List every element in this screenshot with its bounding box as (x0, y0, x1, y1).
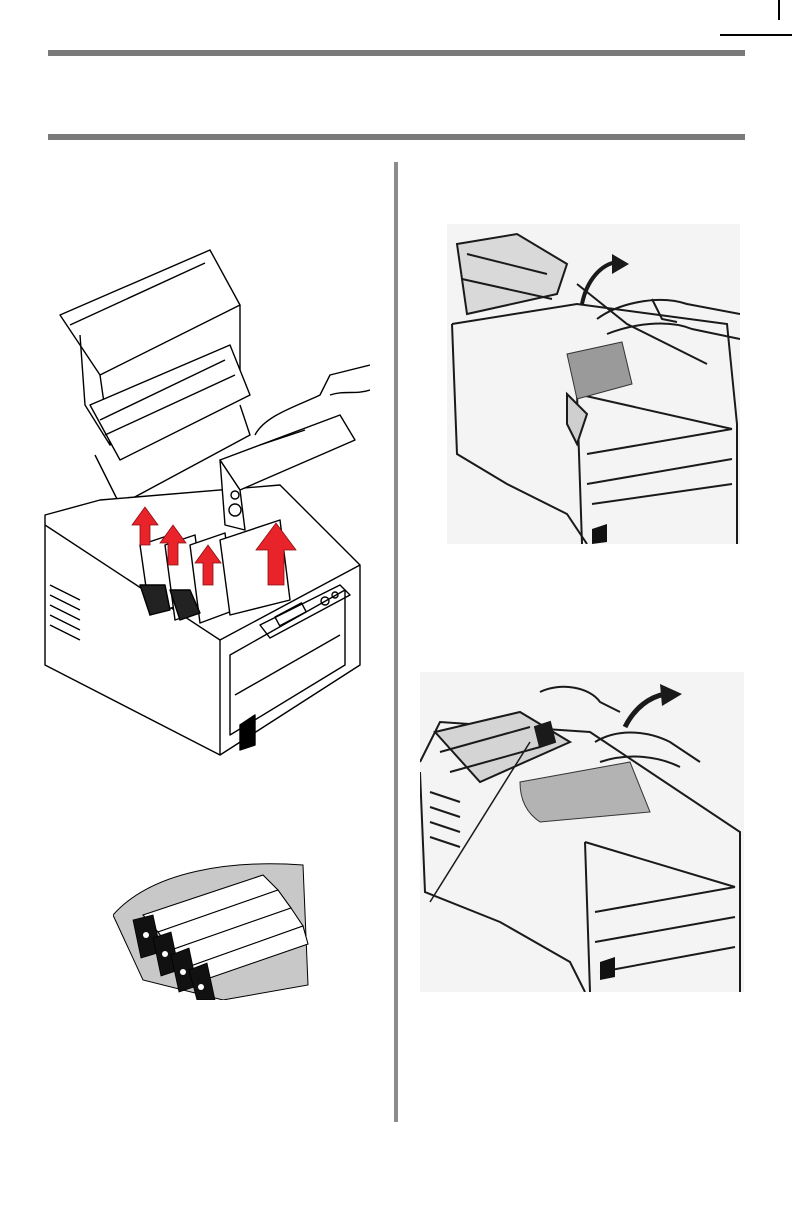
crop-mark-horizontal (720, 34, 792, 36)
crop-mark-vertical (778, 0, 780, 20)
drums-covered-with-paper-illustration (113, 860, 310, 1000)
header-rule-top (48, 50, 745, 56)
paper-jam-lever-removal-photo (420, 672, 744, 992)
fuser-area-paper-removal-photo (447, 224, 740, 544)
header-rule-bottom (48, 134, 745, 140)
printer-drum-removal-illustration (40, 245, 370, 765)
column-divider (394, 162, 398, 1122)
